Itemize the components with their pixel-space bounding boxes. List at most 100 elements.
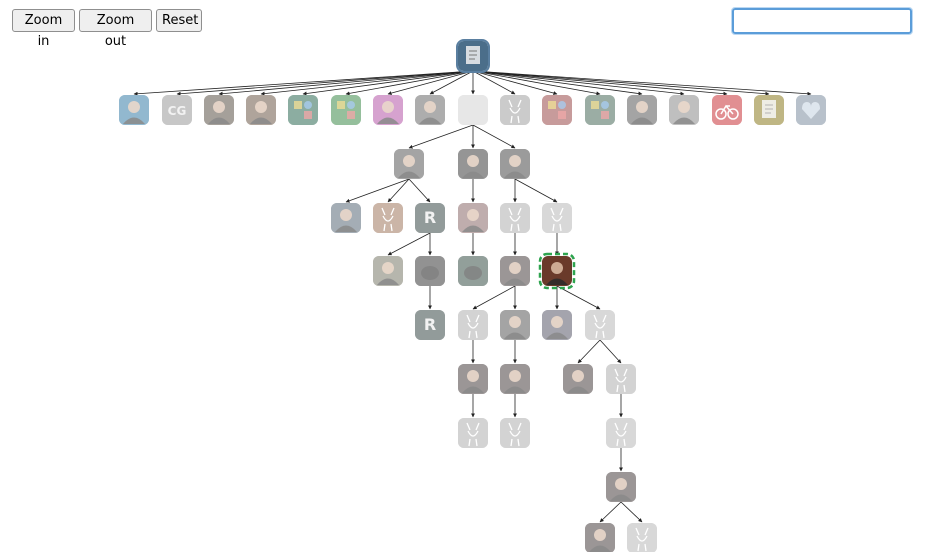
tree-node[interactable] [458, 418, 488, 448]
sketch-avatar-icon [458, 418, 488, 448]
tree-node[interactable] [669, 95, 699, 125]
tree-node[interactable] [500, 149, 530, 179]
sketch-avatar-icon [500, 203, 530, 233]
tree-node[interactable]: R [415, 310, 445, 340]
selected-tree-node[interactable] [538, 252, 576, 290]
sketch-avatar-icon [373, 203, 403, 233]
dark-avatar-icon [458, 256, 488, 286]
person-avatar-icon [373, 95, 403, 125]
dark-avatar-icon [415, 256, 445, 286]
tree-node[interactable] [246, 95, 276, 125]
person-avatar-icon [246, 95, 276, 125]
person-avatar-icon [331, 203, 361, 233]
tree-node[interactable]: CG [162, 95, 192, 125]
tree-node[interactable] [458, 310, 488, 340]
tree-node[interactable] [542, 95, 572, 125]
tree-node[interactable] [500, 256, 530, 286]
tree-node[interactable] [288, 95, 318, 125]
tree-node[interactable] [796, 95, 826, 125]
tree-edge [387, 232, 431, 256]
sketch-avatar-icon [500, 418, 530, 448]
svg-text:CG: CG [168, 104, 187, 118]
tree-node[interactable] [500, 95, 530, 125]
tree-node[interactable] [585, 310, 615, 340]
tree-node[interactable] [500, 364, 530, 394]
tree-node[interactable] [458, 95, 488, 125]
tree-edge [577, 339, 601, 364]
tree-node[interactable] [563, 364, 593, 394]
tree-nodes[interactable]: CG R R [119, 39, 826, 552]
tree-edge [176, 70, 474, 96]
reset-button[interactable]: Reset [156, 9, 202, 32]
tree-edge [472, 124, 516, 149]
tree-edge [514, 178, 558, 203]
cg-logo-icon: CG [162, 95, 192, 125]
sketch-avatar-icon [542, 203, 572, 233]
person-avatar-icon [669, 95, 699, 125]
person-avatar-icon [563, 364, 593, 394]
badge-avatar-icon [288, 95, 318, 125]
tree-node[interactable] [119, 95, 149, 125]
tree-edge [472, 70, 812, 96]
document-avatar-icon [458, 41, 488, 71]
person-avatar-icon [500, 149, 530, 179]
pattern-avatar-icon [331, 95, 361, 125]
tree-node[interactable] [373, 203, 403, 233]
tree-node[interactable] [585, 95, 615, 125]
tree-node[interactable] [415, 95, 445, 125]
sketch-avatar-icon [458, 310, 488, 340]
tree-edge [472, 70, 728, 96]
tree-node[interactable] [500, 203, 530, 233]
tree-node[interactable] [606, 418, 636, 448]
zoom-in-button[interactable]: Zoom in [12, 9, 75, 49]
sketch-avatar-icon [606, 418, 636, 448]
person-avatar-icon [373, 256, 403, 286]
tree-node[interactable] [331, 203, 361, 233]
tree-edge [472, 70, 643, 96]
tree-node[interactable] [500, 310, 530, 340]
person-avatar-icon [500, 364, 530, 394]
tree-node[interactable] [542, 203, 572, 233]
tree-node[interactable] [331, 95, 361, 125]
tree-edge [599, 501, 622, 523]
person-avatar-icon [542, 256, 572, 286]
tree-node[interactable] [373, 95, 403, 125]
person-avatar-icon [606, 472, 636, 502]
tree-node[interactable] [627, 523, 657, 552]
photo-avatar-icon [627, 95, 657, 125]
sketch-avatar-icon [606, 364, 636, 394]
tree-node[interactable] [627, 95, 657, 125]
sketch-avatar-icon [585, 310, 615, 340]
heart-avatar-icon [796, 95, 826, 125]
tree-node[interactable] [542, 310, 572, 340]
tree-edge [472, 70, 685, 96]
tree-node[interactable] [606, 472, 636, 502]
tree-node[interactable] [458, 203, 488, 233]
tree-node[interactable]: R [415, 203, 445, 233]
tree-node[interactable] [754, 95, 784, 125]
person-avatar-icon [500, 256, 530, 286]
tree-node[interactable] [500, 418, 530, 448]
zoom-out-button[interactable]: Zoom out [79, 9, 152, 49]
tree-node[interactable] [415, 256, 445, 286]
person-avatar-icon [458, 149, 488, 179]
blank-avatar-icon [458, 95, 488, 125]
tree-edge [302, 70, 474, 96]
tree-node[interactable] [712, 95, 742, 125]
tree-node[interactable] [458, 149, 488, 179]
tree-node[interactable] [458, 364, 488, 394]
root-tree-node[interactable] [456, 39, 490, 73]
tree-node[interactable] [204, 95, 234, 125]
tree-node[interactable] [606, 364, 636, 394]
person-avatar-icon [585, 523, 615, 552]
tree-edge [408, 124, 474, 149]
tree-node[interactable] [373, 256, 403, 286]
sketch-avatar-icon [500, 95, 530, 125]
tree-node[interactable] [458, 256, 488, 286]
search-input[interactable] [731, 7, 913, 35]
pattern-avatar-icon [542, 95, 572, 125]
person-avatar-icon [458, 203, 488, 233]
tree-node[interactable] [585, 523, 615, 552]
tree-node[interactable] [394, 149, 424, 179]
